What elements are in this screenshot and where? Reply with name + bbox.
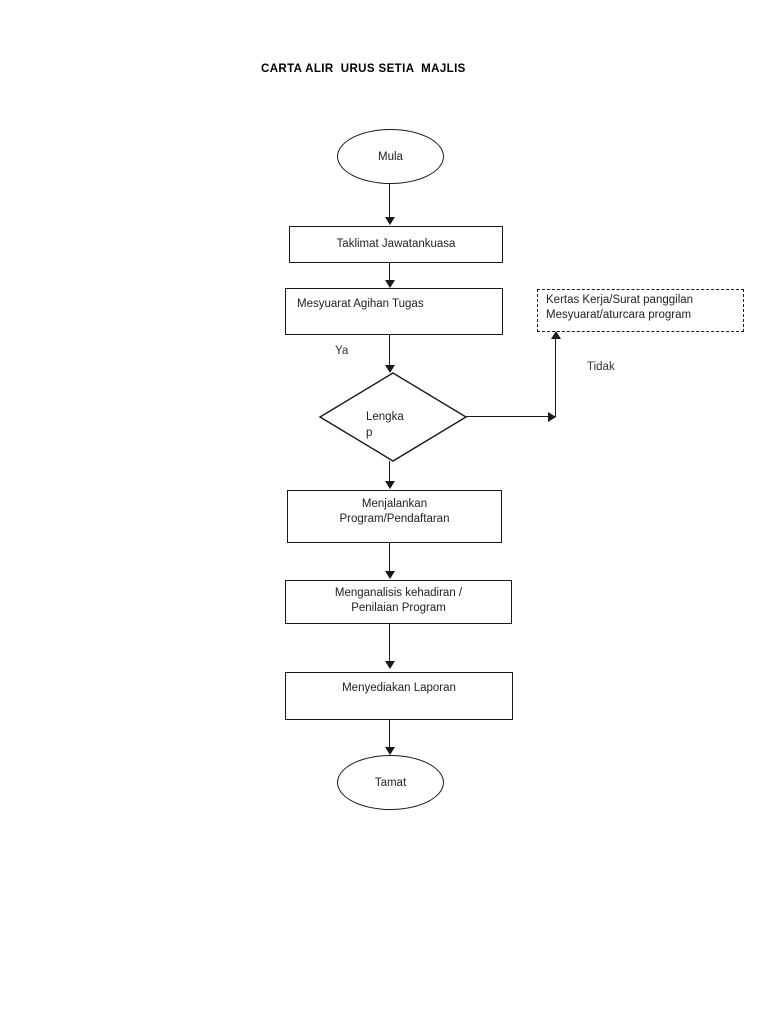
connector-decision-to-step3 (389, 461, 390, 483)
flow-node-step1-label: Taklimat Jawatankuasa (336, 238, 456, 250)
arrowhead-down-step3 (385, 481, 395, 489)
arrowhead-down-step2 (385, 280, 395, 288)
edge-label-no: Tidak (587, 361, 615, 373)
flow-node-decision-label: Lengka p (366, 411, 404, 439)
flow-node-step1[interactable]: Taklimat Jawatankuasa (289, 226, 503, 263)
flow-node-step3-label: Menjalankan Program/Pendaftaran (339, 498, 450, 525)
flow-node-step5-label: Menyediakan Laporan (342, 682, 456, 694)
arrowhead-down-decision (385, 365, 395, 373)
connector-start-to-step1 (389, 184, 390, 218)
flow-node-step4[interactable]: Menganalisis kehadiran / Penilaian Progr… (285, 580, 512, 624)
connector-right-to-note (555, 338, 556, 417)
connector-step2-to-decision (389, 335, 390, 366)
connector-decision-to-right (466, 416, 556, 417)
flow-node-step2[interactable]: Mesyuarat Agihan Tugas (285, 288, 503, 335)
flow-node-step3[interactable]: Menjalankan Program/Pendaftaran (287, 490, 502, 543)
flow-node-step4-label: Menganalisis kehadiran / Penilaian Progr… (334, 587, 463, 614)
arrowhead-up-note (551, 331, 561, 339)
arrowhead-down-end (385, 747, 395, 755)
flow-node-start-label: Mula (378, 150, 403, 163)
arrowhead-down-step4 (385, 571, 395, 579)
arrowhead-down-step1 (385, 217, 395, 225)
page-title: CARTA ALIR URUS SETIA MAJLIS (261, 63, 466, 75)
flow-node-step5[interactable]: Menyediakan Laporan (285, 672, 513, 720)
flow-node-step2-label: Mesyuarat Agihan Tugas (297, 298, 424, 310)
connector-step1-to-step2 (389, 263, 390, 282)
flow-node-end-label: Tamat (374, 776, 407, 789)
connector-step3-to-step4 (389, 543, 390, 572)
arrowhead-down-step5 (385, 661, 395, 669)
flow-node-document-note[interactable]: Kertas Kerja/Surat panggilan Mesyuarat/a… (537, 289, 744, 332)
diamond-shape (318, 372, 468, 462)
edge-label-yes: Ya (335, 345, 349, 357)
connector-step5-to-end (389, 720, 390, 748)
flow-node-start[interactable]: Mula (337, 129, 444, 184)
flow-node-decision[interactable]: Lengka p (318, 371, 468, 463)
arrowhead-right-corner (548, 412, 556, 422)
connector-step4-to-step5 (389, 624, 390, 662)
flow-node-end[interactable]: Tamat (337, 755, 444, 810)
